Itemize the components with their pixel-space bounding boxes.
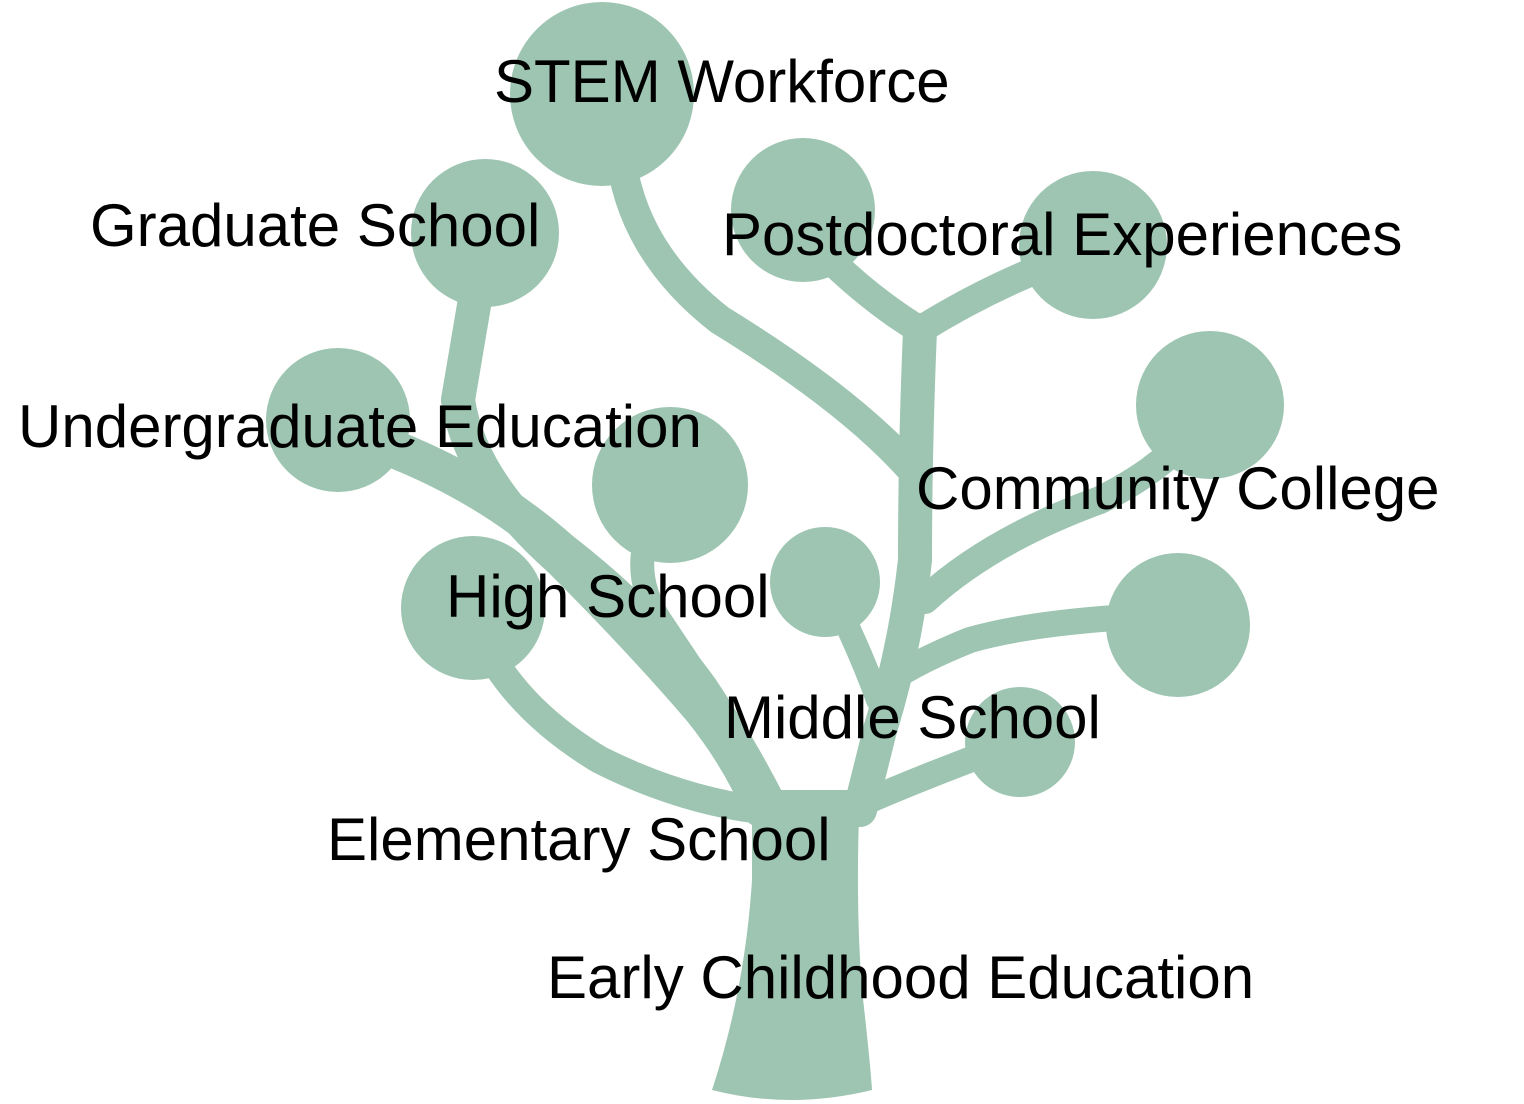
label-high-school: High School [446, 563, 770, 630]
leaf-middle-right [965, 687, 1075, 797]
leaf-graduate [411, 159, 559, 307]
leaf-community [1136, 331, 1284, 479]
leaf-stem-workforce [510, 2, 694, 186]
tree-trunk [712, 790, 872, 1100]
label-undergraduate-education: Undergraduate Education [18, 393, 702, 460]
leaf-high-school [401, 536, 545, 680]
leaf-undergrad [266, 348, 410, 492]
label-stem-workforce: STEM Workforce [494, 48, 950, 115]
label-elementary-school: Elementary School [327, 806, 831, 873]
leaf-postdoc-right [1019, 171, 1167, 319]
leaf-postdoc-left [731, 138, 875, 282]
leaf-middle-small [770, 527, 880, 637]
label-community-college: Community College [916, 455, 1440, 522]
label-postdoctoral-experiences: Postdoctoral Experiences [722, 201, 1403, 268]
leaf-undergrad-center [592, 407, 748, 563]
leaf-right-lower [1106, 553, 1250, 697]
label-middle-school: Middle School [724, 684, 1101, 751]
branch-left-trunk [441, 383, 777, 827]
label-early-childhood-education: Early Childhood Education [547, 944, 1255, 1011]
branch-right-main [843, 313, 937, 827]
tree-graphic [266, 2, 1284, 1100]
branch-stem-workforce [605, 135, 927, 485]
label-graduate-school: Graduate School [90, 192, 541, 259]
